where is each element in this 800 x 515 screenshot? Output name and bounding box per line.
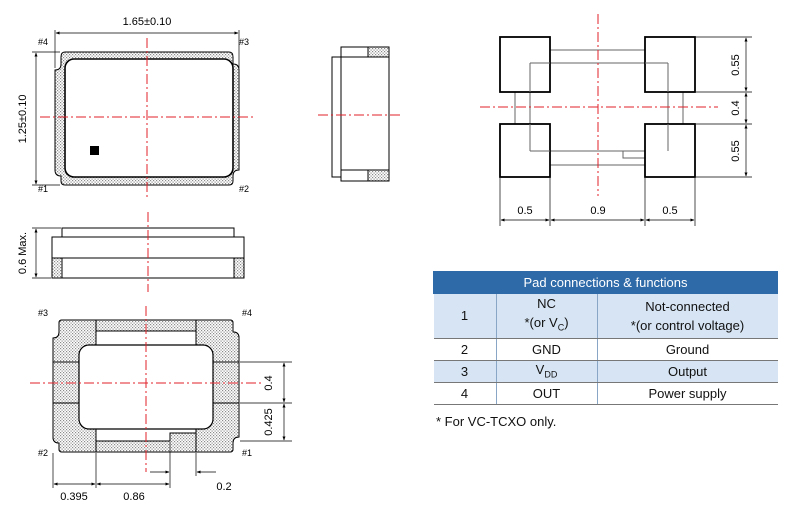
pad-name-line1: NC bbox=[537, 296, 556, 311]
top-view: 1.65±0.10 1.25±0.10 #4 #3 #1 #2 bbox=[17, 16, 253, 198]
table-row: 3 VDD Output bbox=[433, 360, 778, 383]
pad-name: GND bbox=[495, 338, 598, 361]
pad-function-line1: Not-connected bbox=[645, 298, 730, 314]
land-dim-right-mid: 0.4 bbox=[730, 100, 742, 115]
bottom-dim-right: 0.2 bbox=[216, 481, 231, 493]
land-pad-br bbox=[644, 123, 696, 178]
land-dim-right-top: 0.55 bbox=[730, 54, 742, 75]
pad-table-footnote: * For VC-TCXO only. bbox=[436, 414, 557, 429]
pad-function: Ground bbox=[596, 338, 778, 361]
pad-function: Output bbox=[596, 360, 778, 383]
top-view-lid bbox=[64, 58, 234, 178]
pad-function-line2: *(or control voltage) bbox=[630, 317, 745, 333]
pad-number: 2 bbox=[433, 338, 497, 361]
pin1-marker bbox=[90, 146, 99, 155]
pad-function: Not-connected *(or control voltage) bbox=[596, 293, 778, 339]
bottom-dim-left: 0.395 bbox=[60, 491, 88, 503]
pad-name-subscript: C bbox=[557, 322, 565, 333]
table-row: 1 NC *(or VC) Not-connected *(or control… bbox=[433, 293, 778, 339]
land-dim-bottom-right: 0.5 bbox=[662, 205, 677, 217]
pad-number: 4 bbox=[433, 382, 497, 405]
bottom-dim-mid: 0.86 bbox=[123, 491, 144, 503]
land-pad-tl bbox=[499, 36, 551, 93]
front-height-dim: 0.6 Max. bbox=[17, 232, 29, 274]
top-height-dim: 1.25±0.10 bbox=[17, 95, 29, 144]
table-row: 2 GND Ground bbox=[433, 338, 778, 361]
table-row: 4 OUT Power supply bbox=[433, 382, 778, 405]
front-view: 0.6 Max. bbox=[17, 212, 245, 292]
pad-number: 3 bbox=[433, 360, 497, 383]
top-pin-label-bl: #1 bbox=[38, 184, 48, 194]
top-width-dim: 1.65±0.10 bbox=[123, 16, 172, 28]
bottom-pin-label-tr: #4 bbox=[242, 308, 252, 318]
pad-number: 1 bbox=[433, 293, 497, 339]
land-dim-bottom-mid: 0.9 bbox=[590, 205, 605, 217]
land-dim-right-bottom: 0.55 bbox=[730, 140, 742, 161]
land-dim-bottom-left: 0.5 bbox=[517, 205, 532, 217]
pad-name: VDD bbox=[495, 360, 598, 383]
pad-name-main: V bbox=[535, 362, 545, 378]
top-pin-label-br: #2 bbox=[239, 184, 249, 194]
pad-name-subscript: DD bbox=[544, 369, 558, 380]
land-pad-tr bbox=[644, 36, 696, 93]
pad-connections-table: Pad connections & functions 1 NC *(or VC… bbox=[433, 271, 778, 405]
top-pin-label-tr: #3 bbox=[239, 37, 249, 47]
bottom-pin-label-br: #1 bbox=[242, 448, 252, 458]
bottom-dim-right-lower: 0.425 bbox=[263, 408, 275, 436]
pad-function: Power supply bbox=[596, 382, 778, 405]
pad-name: NC *(or VC) bbox=[495, 293, 598, 339]
pad-name: OUT bbox=[495, 382, 598, 405]
land-pattern: 0.55 0.4 0.55 0.5 0.9 0.5 bbox=[480, 14, 752, 226]
pad-table-header: Pad connections & functions bbox=[433, 271, 778, 294]
bottom-view: #3 #4 #2 #1 0.4 0.425 0.395 0.86 0.2 bbox=[30, 306, 292, 503]
side-view bbox=[318, 46, 402, 182]
pad-name-line2: *(or V bbox=[524, 315, 558, 330]
top-pin-label-tl: #4 bbox=[38, 37, 48, 47]
pad-name-line2-end: ) bbox=[564, 315, 569, 330]
bottom-dim-right-upper: 0.4 bbox=[263, 375, 275, 390]
bottom-pin-label-tl: #3 bbox=[38, 308, 48, 318]
bottom-pin-label-bl: #2 bbox=[38, 448, 48, 458]
